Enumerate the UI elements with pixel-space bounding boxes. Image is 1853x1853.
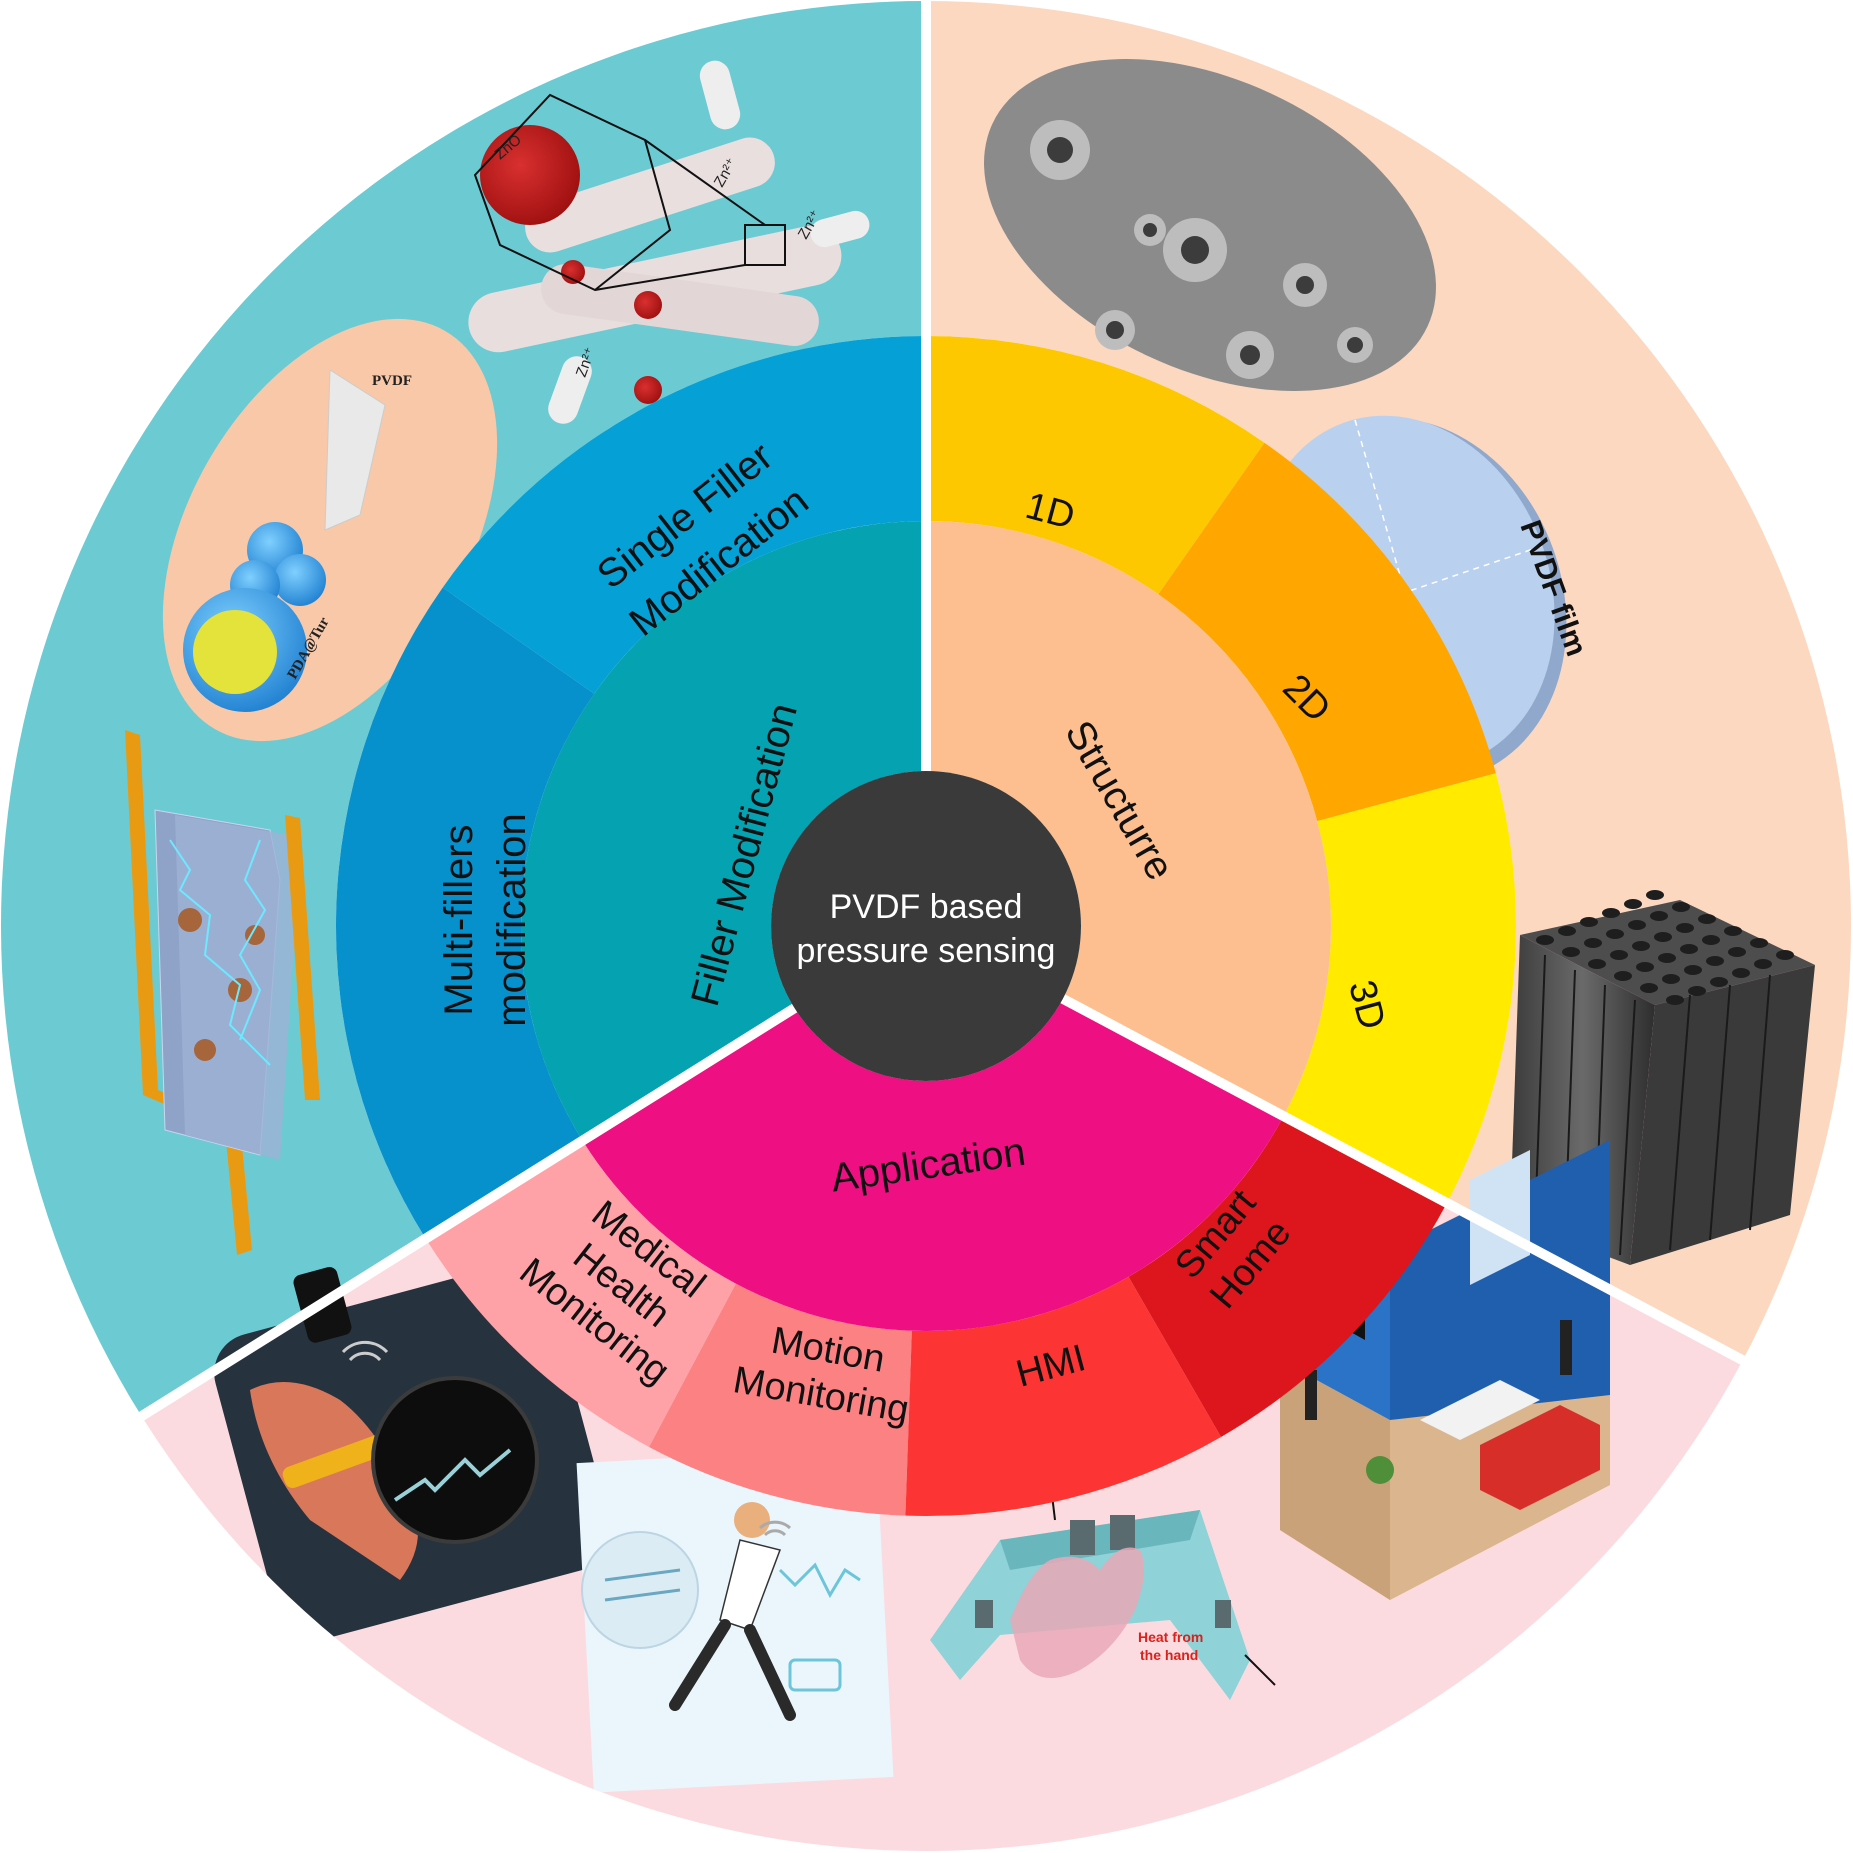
honeycomb-cell xyxy=(1728,947,1746,957)
honeycomb-cell xyxy=(1584,938,1602,948)
honeycomb-cell xyxy=(1776,950,1794,960)
honeycomb-cell xyxy=(1624,899,1642,909)
honeycomb-cell xyxy=(1628,920,1646,930)
structure-1d-segment[interactable] xyxy=(926,336,1265,595)
honeycomb-cell xyxy=(1676,923,1694,933)
honeycomb-cell xyxy=(1710,977,1728,987)
heat-label-2: the hand xyxy=(1140,1647,1198,1663)
structure-2d-segment[interactable] xyxy=(1158,442,1496,822)
honeycomb-cell xyxy=(1654,932,1672,942)
honeycomb-cell xyxy=(1610,950,1628,960)
application-segment[interactable] xyxy=(582,998,1284,1331)
honeycomb-cell xyxy=(1562,947,1580,957)
honeycomb-cell xyxy=(1680,944,1698,954)
multi-fillers-label-2: modification xyxy=(490,813,534,1026)
motion-monitoring-segment[interactable] xyxy=(649,1283,912,1516)
hand-hmi-sensor-illustration: Heat from the hand xyxy=(930,1494,1276,1700)
honeycomb-cell xyxy=(1706,956,1724,966)
multi-filler-layers-illustration xyxy=(125,730,320,1255)
runner-motion-monitor-illustration xyxy=(576,1447,894,1793)
honeycomb-cell xyxy=(1672,902,1690,912)
honeycomb-cell xyxy=(1536,935,1554,945)
center-label-line2: pressure sensing xyxy=(797,932,1056,970)
honeycomb-cell xyxy=(1724,926,1742,936)
honeycomb-cell xyxy=(1750,938,1768,948)
honeycomb-cell xyxy=(1662,974,1680,984)
multi-fillers-label-1: Multi-fillers xyxy=(437,824,481,1015)
honeycomb-cell xyxy=(1650,911,1668,921)
honeycomb-cell xyxy=(1754,959,1772,969)
middle-ring xyxy=(335,336,1516,1517)
center-label-line1: PVDF based xyxy=(830,888,1023,926)
center-hub xyxy=(771,771,1081,1081)
single-filler-segment[interactable] xyxy=(442,336,926,694)
honeycomb-cell xyxy=(1698,914,1716,924)
honeycomb-cell xyxy=(1558,926,1576,936)
honeycomb-cell xyxy=(1658,953,1676,963)
structure-3d-segment[interactable] xyxy=(1283,773,1516,1203)
honeycomb-cell xyxy=(1702,935,1720,945)
heat-label-1: Heat from xyxy=(1138,1629,1203,1645)
multi-fillers-segment[interactable] xyxy=(335,587,595,1239)
honeycomb-cell xyxy=(1606,929,1624,939)
arm-medical-monitor-illustration xyxy=(214,1264,612,1641)
honeycomb-cell xyxy=(1602,908,1620,918)
nanofiber-zno-illustration: ZnO Zn²⁺ Zn²⁺ Zn²⁺ xyxy=(468,60,870,424)
honeycomb-cell xyxy=(1632,941,1650,951)
pvdf-label: PVDF xyxy=(372,373,412,389)
medical-health-segment[interactable] xyxy=(425,1140,736,1447)
honeycomb-cell xyxy=(1588,959,1606,969)
honeycomb-cell xyxy=(1684,965,1702,975)
honeycomb-cell xyxy=(1640,983,1658,993)
inner-ring xyxy=(520,521,1331,1331)
honeycomb-cell xyxy=(1732,968,1750,978)
honeycomb-cell xyxy=(1688,986,1706,996)
filler-modification-segment[interactable] xyxy=(520,521,926,1141)
honeycomb-cell xyxy=(1646,890,1664,900)
hmi-segment[interactable] xyxy=(905,1276,1221,1517)
structure-segment[interactable] xyxy=(926,521,1331,1117)
smart-home-segment[interactable] xyxy=(1128,1116,1447,1437)
honeycomb-cell xyxy=(1580,917,1598,927)
honeycomb-cell xyxy=(1666,995,1684,1005)
honeycomb-cell xyxy=(1614,971,1632,981)
porous-tube-sem-illustration xyxy=(984,58,1436,392)
honeycomb-cell xyxy=(1636,962,1654,972)
